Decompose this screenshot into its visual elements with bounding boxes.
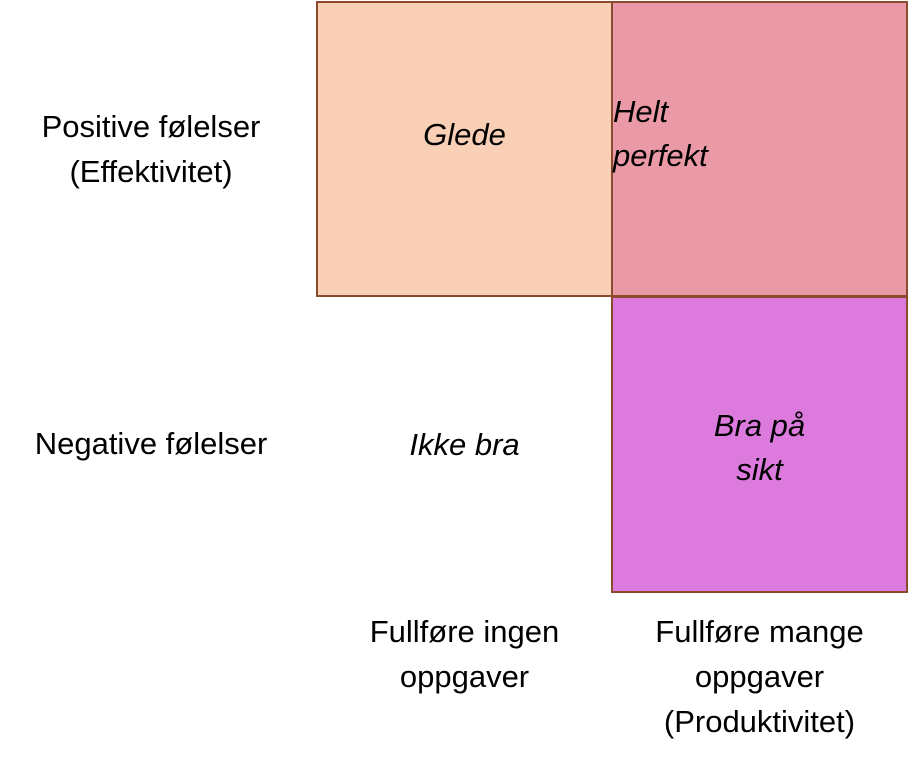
quadrant-glede-label: Glede: [423, 117, 506, 152]
quadrant-ikke-bra-label: Ikke bra: [409, 427, 520, 462]
column-label-no-tasks-line2: oppgaver: [399, 659, 530, 694]
quadrant-bra-pa-sikt-line1: Bra på: [713, 408, 806, 443]
column-label-no-tasks: Fullføre ingen oppgaver: [316, 609, 613, 699]
quadrant-bra-pa-sikt: Bra på sikt: [611, 296, 908, 593]
column-label-many-tasks-line2: oppgaver: [694, 659, 825, 694]
quadrant-glede: Glede: [316, 1, 613, 297]
column-label-many-tasks-line3: (Produktivitet): [663, 704, 856, 739]
column-label-many-tasks: Fullføre mange oppgaver (Produktivitet): [611, 609, 908, 744]
row-label-negative: Negative følelser: [0, 421, 302, 466]
column-label-many-tasks-line1: Fullføre mange: [655, 614, 864, 649]
column-label-no-tasks-line1: Fullføre ingen: [369, 614, 560, 649]
quadrant-helt-perfekt-line2: perfekt: [613, 138, 708, 173]
row-label-positive: Positive følelser (Effektivitet): [0, 104, 302, 194]
row-label-positive-line2: (Effektivitet): [69, 154, 233, 189]
quadrant-ikke-bra: Ikke bra: [316, 296, 613, 592]
quadrant-bra-pa-sikt-line2: sikt: [736, 452, 783, 487]
quadrant-helt-perfekt: Helt perfekt: [611, 1, 908, 297]
row-label-positive-line1: Positive følelser: [41, 109, 261, 144]
row-label-negative-line1: Negative følelser: [34, 426, 268, 461]
quadrant-helt-perfekt-line1: Helt: [613, 94, 669, 129]
